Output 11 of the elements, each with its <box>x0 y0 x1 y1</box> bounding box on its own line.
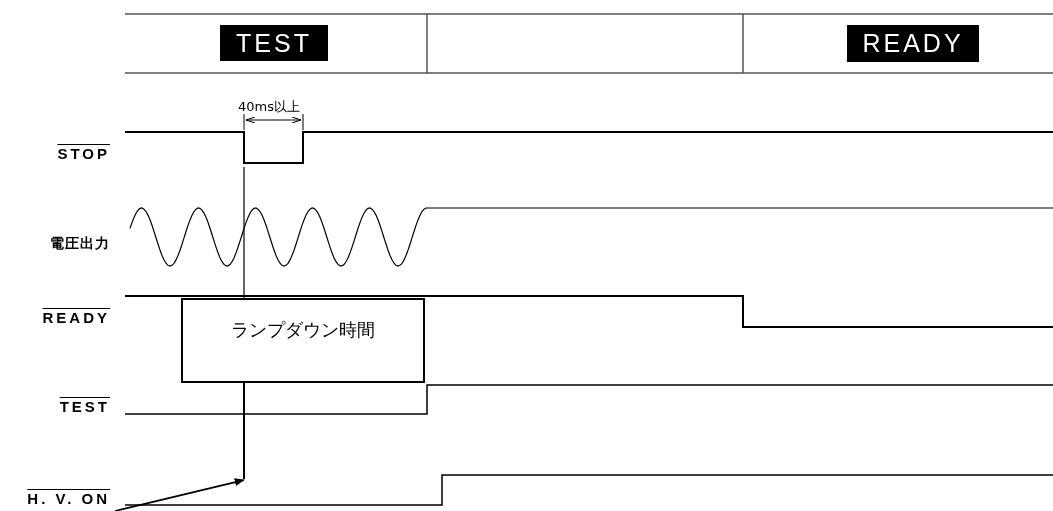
arrow <box>114 478 245 511</box>
dimension-label: 40ms以上 <box>238 100 300 113</box>
signal-name: READY <box>41 310 110 325</box>
mode-badge: TEST <box>220 25 328 61</box>
annotation-box: ランプダウン時間 <box>181 298 425 383</box>
mode-badge: READY <box>847 25 979 62</box>
signal-name: 電圧出力 <box>49 236 110 250</box>
marker-line <box>243 383 245 479</box>
signal-name: TEST <box>58 399 110 414</box>
signal-name: H. V. ON <box>26 491 110 506</box>
signal-name: STOP <box>56 146 110 161</box>
